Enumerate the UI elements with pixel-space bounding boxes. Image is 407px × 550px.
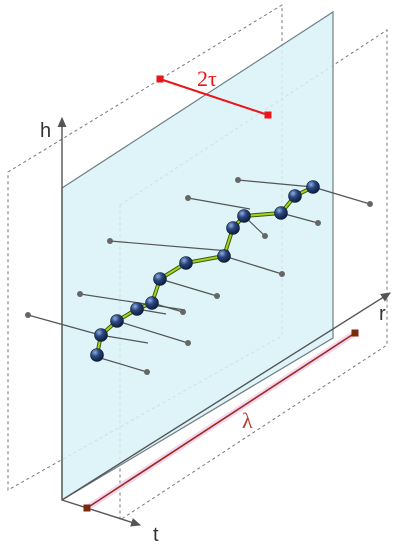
bead [153,272,167,286]
r-axis-label: r [379,303,386,325]
bead [306,180,320,194]
bead [145,296,159,310]
back-stick-ends [77,177,241,297]
h-axis-label: h [40,120,51,142]
bead [110,314,124,328]
lambda-marker [83,329,359,512]
front-sticks [27,186,371,373]
tau-label: 2τ [197,66,217,91]
bead [288,189,302,203]
bead [90,348,104,362]
back-sticks [79,179,314,311]
front-stick-ends [25,201,373,375]
t-axis [61,499,142,527]
bead [274,206,288,220]
bead [94,328,108,342]
axes [57,116,391,527]
r-axis [61,292,391,501]
tau-marker [156,75,272,119]
bead [130,302,144,316]
bead [226,221,240,235]
lambda-label: λ [242,408,253,433]
bead [217,249,231,263]
t-axis-label: t [153,524,159,546]
bead [179,256,193,270]
bead [237,209,251,223]
chain-beads [90,180,320,362]
